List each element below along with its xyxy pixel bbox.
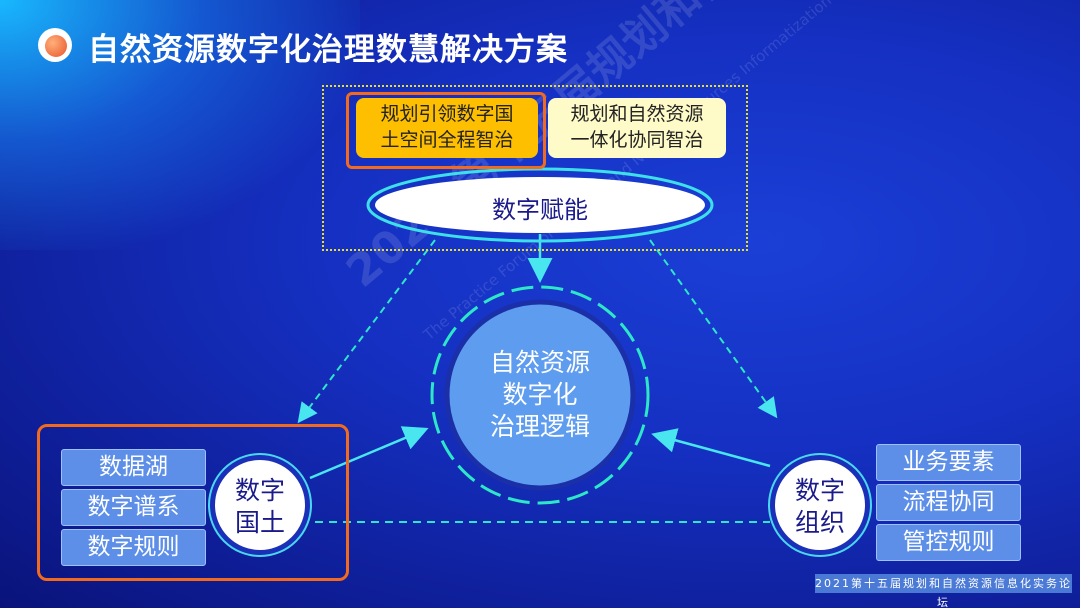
ellipse-ring — [366, 167, 714, 243]
left-item: 数据湖 — [61, 449, 206, 486]
digital-empowerment-label: 数字赋能 — [492, 196, 588, 224]
logo-icon — [38, 28, 72, 62]
tag-planning-led: 规划引领数字国土空间全程智治 — [356, 98, 538, 158]
arrow-right-to-center — [651, 428, 771, 468]
dashed-arrow-right — [649, 239, 778, 419]
center-text: 自然资源数字化治理逻辑 — [489, 348, 590, 441]
left-item: 数字规则 — [61, 529, 206, 566]
center-circle — [444, 299, 636, 491]
right-item: 流程协同 — [876, 484, 1021, 521]
dashed-arrow-left — [297, 239, 436, 424]
right-item: 管控规则 — [876, 524, 1021, 561]
ellipse-fill — [375, 177, 705, 233]
left-item: 数字谱系 — [61, 489, 206, 526]
enablement-box — [322, 85, 748, 251]
right-item: 业务要素 — [876, 444, 1021, 481]
page-title: 自然资源数字化治理数慧解决方案 — [88, 32, 568, 68]
center-dashed-ring — [430, 285, 650, 505]
footer-banner: 2021第十五届规划和自然资源信息化实务论坛 — [815, 574, 1072, 608]
highlight-frame-top — [346, 92, 546, 169]
digital-land-circle: 数字国土 — [210, 455, 310, 555]
tag-integrated: 规划和自然资源一体化协同智治 — [548, 98, 726, 158]
highlight-frame-left — [37, 424, 349, 581]
arrow-left-to-center — [309, 426, 429, 480]
digital-org-circle: 数字组织 — [770, 455, 870, 555]
